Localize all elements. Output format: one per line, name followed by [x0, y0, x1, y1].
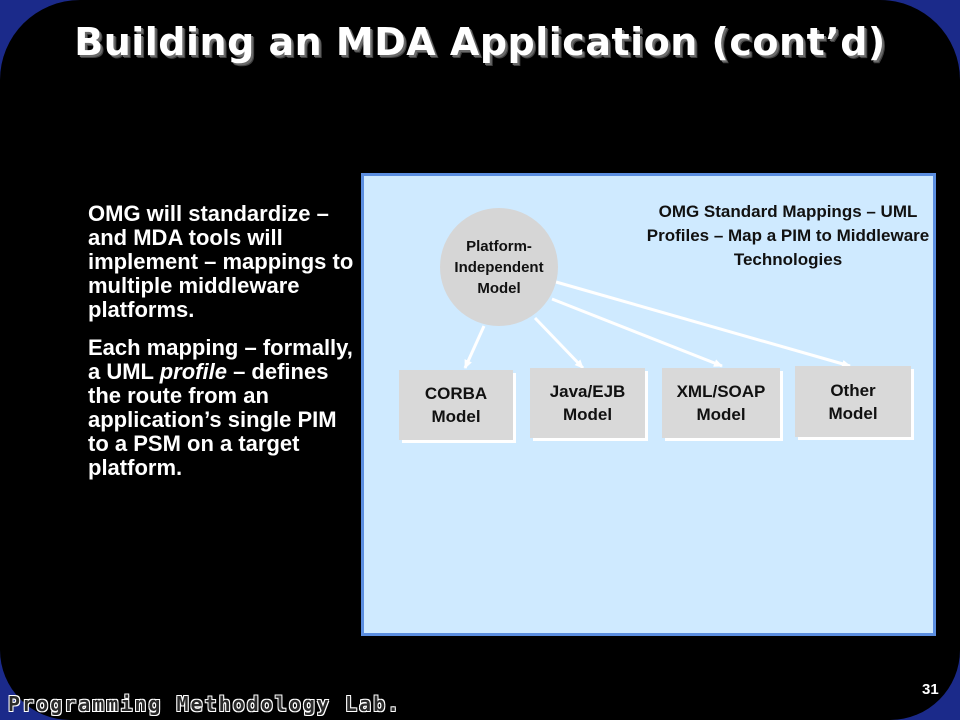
java-ejb-model-box: Java/EJB Model: [530, 368, 645, 438]
arrow-to-xml: [551, 297, 723, 368]
other-model-box: Other Model: [795, 366, 911, 437]
bullet-2-post: – defines the route from an application’…: [88, 359, 337, 480]
corba-model-box: CORBA Model: [399, 370, 513, 440]
pim-node: Platform- Independent Model: [440, 208, 558, 326]
bullet-2: Each mapping – formally, a UML profile –…: [88, 336, 358, 480]
mappings-note: OMG Standard Mappings – UML Profiles – M…: [646, 202, 930, 269]
xml-soap-model-box: XML/SOAP Model: [662, 368, 780, 438]
arrow-to-other: [555, 280, 851, 368]
bullet-list: OMG will standardize – and MDA tools wil…: [88, 202, 358, 494]
bullet-1: OMG will standardize – and MDA tools wil…: [88, 201, 354, 322]
page-number: 31: [922, 681, 939, 698]
bullet-2-pre: Each mapping – formally, a UML: [88, 335, 353, 384]
pim-label: Platform- Independent Model: [454, 237, 544, 297]
slide-title: Building an MDA Application (cont’d): [74, 20, 886, 64]
bullet-2-emphasis: profile: [159, 359, 227, 384]
arrow-to-java: [533, 316, 585, 370]
arrow-to-corba: [463, 325, 486, 369]
footer-logo: Programming Methodology Lab.: [8, 692, 402, 716]
